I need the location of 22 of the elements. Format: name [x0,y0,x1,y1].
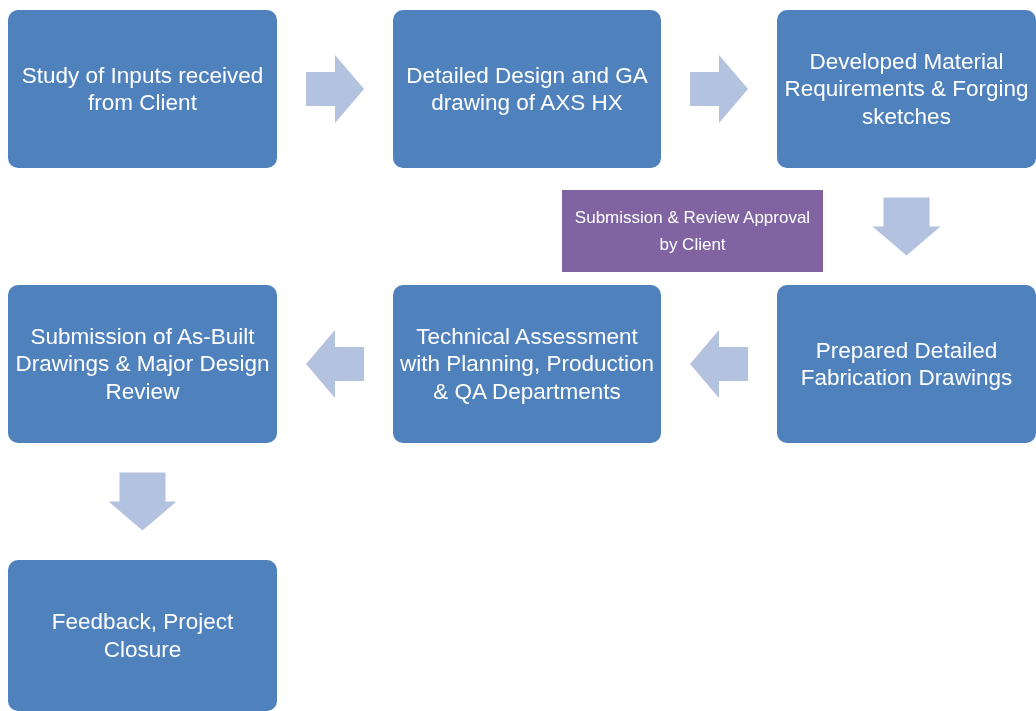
process-box [393,285,661,443]
process-box [777,285,1036,443]
box-text: Submission of As-Built Drawings & Major Design Review [14,322,271,406]
process-box [8,285,277,443]
process-box [393,10,661,168]
block-arrow [690,55,748,123]
block-arrow [690,330,748,398]
block-arrow [306,330,364,398]
box-text: Prepared Detailed Fabrication Drawings [799,336,1014,392]
box-text: Feedback, Project Closure [50,608,235,663]
box-text: Study of Inputs received from Client [20,61,265,117]
note-box [562,190,823,272]
box-text: Submission & Review Approval by Client [573,206,812,256]
block-arrow [306,55,364,123]
block-arrow [872,197,941,256]
box-text: Detailed Design and GA drawing of AXS HX [405,61,649,117]
block-arrow [108,472,177,531]
process-box [8,560,277,711]
box-text: Developed Material Requirements & Forging sketches [783,47,1030,131]
process-box [777,10,1036,168]
process-box [8,10,277,168]
box-text: Technical Assessment with Planning, Production & QA Departments [399,322,655,406]
